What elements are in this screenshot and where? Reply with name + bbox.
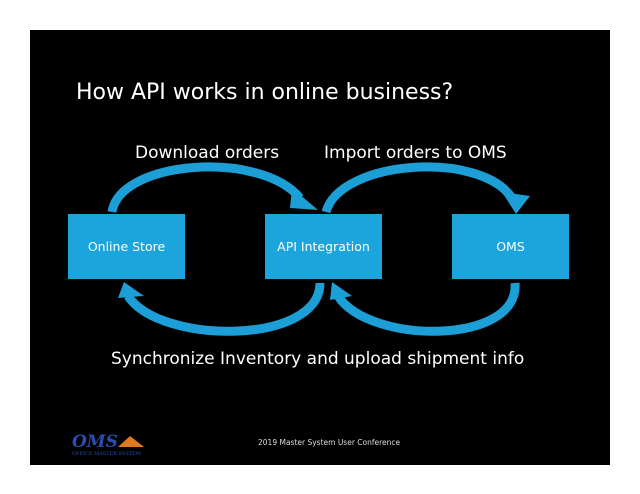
arrowhead-sync-oms [330,282,352,300]
arrowhead-download [290,188,318,210]
arrow-sync-oms [334,282,520,336]
box-online-store: Online Store [68,214,185,279]
arrow-sync-store [124,282,325,336]
label-import-orders: Import orders to OMS [324,143,507,163]
arrowhead-sync-store [118,282,144,298]
footer-text: 2019 Master System User Conference [258,438,401,447]
arrow-download [107,162,304,214]
svg-text:OMS: OMS [72,432,118,452]
slide-title: How API works in online business? [76,80,454,105]
arrowhead-import [502,192,530,214]
svg-text:OFFICE MASTER SYSTEM: OFFICE MASTER SYSTEM [72,451,141,457]
oms-logo: OMS OFFICE MASTER SYSTEM [70,431,150,461]
label-download-orders: Download orders [135,143,280,163]
box-api-integration: API Integration [265,214,382,279]
box-oms: OMS [452,214,569,279]
label-synchronize: Synchronize Inventory and upload shipmen… [111,349,525,369]
arrow-import [321,162,516,214]
